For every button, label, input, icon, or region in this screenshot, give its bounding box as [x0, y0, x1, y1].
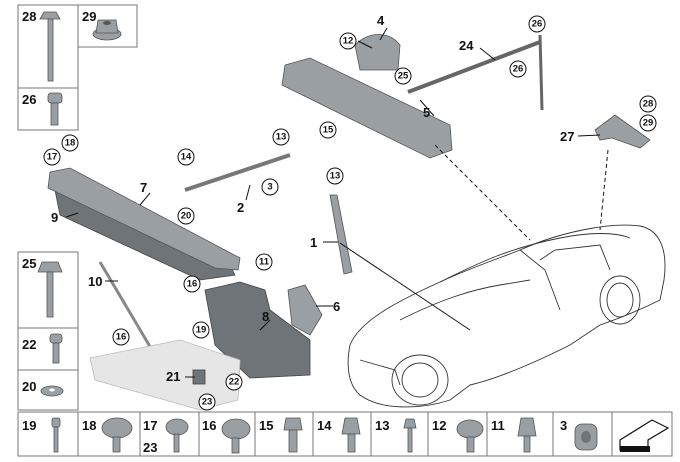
part-24-strut: [407, 34, 544, 111]
callout-27: 27: [560, 129, 574, 144]
legend-label-14: 14: [317, 418, 332, 433]
leader-lines: [65, 27, 609, 378]
legend-label-20: 20: [22, 379, 36, 394]
callout-26-top: 26: [532, 19, 543, 30]
callout-1: 1: [310, 235, 317, 250]
callout-16-lower: 16: [116, 332, 127, 343]
callout-16-upper: 16: [187, 279, 198, 290]
legend-label-22: 22: [22, 337, 36, 352]
callout-21: 21: [166, 369, 180, 384]
callout-29: 29: [643, 118, 654, 129]
callout-23: 23: [202, 397, 213, 408]
bolt-14-icon: [341, 417, 361, 453]
plain-callouts: 4 24 5 27 7 9 2 1 10 8 6 21: [51, 13, 574, 384]
callout-7: 7: [140, 180, 147, 195]
legend-label-17: 17: [143, 418, 157, 433]
legend-label-28: 28: [22, 9, 36, 24]
legend-bottom-row: 19 18 17 23 16 15 14 13 12 11 3: [17, 411, 673, 457]
callout-24: 24: [459, 38, 474, 53]
legend-label-16: 16: [202, 418, 216, 433]
circled-callout-labels: 12 26 25 26 15 13 14 3 18 17 20 28 29 13…: [47, 19, 654, 408]
legend-label-12: 12: [432, 418, 446, 433]
legend-label-3: 3: [560, 418, 567, 433]
part-27-bracket: [594, 114, 651, 149]
legend-label-15: 15: [259, 418, 273, 433]
callout-15: 15: [323, 125, 334, 136]
clip-3-icon: [574, 423, 598, 451]
bolt-25-icon: [37, 261, 63, 318]
callout-25: 25: [398, 71, 409, 82]
callout-26-lower: 26: [513, 64, 524, 75]
callout-14: 14: [181, 152, 192, 163]
legend-label-13: 13: [375, 418, 389, 433]
legend-label-29: 29: [82, 9, 96, 24]
bolt-26-icon: [47, 92, 63, 126]
callout-4: 4: [377, 13, 385, 28]
callout-12: 12: [343, 36, 354, 47]
legend-label-26: 26: [22, 92, 36, 107]
legend-label-18: 18: [82, 418, 96, 433]
callout-10: 10: [88, 274, 102, 289]
part-5-crossmember: [281, 57, 453, 159]
screw-17-icon: [165, 418, 189, 453]
bolt-22-icon: [49, 333, 63, 364]
part-6-bracket: [287, 284, 323, 336]
callout-17: 17: [47, 152, 58, 163]
callout-3: 3: [267, 182, 272, 193]
legend-label-23: 23: [143, 440, 157, 455]
callout-6: 6: [333, 299, 340, 314]
part-10-strut: [98, 261, 154, 351]
screw-19-icon: [51, 417, 61, 453]
circled-callouts: [43, 15, 657, 411]
part-2-strut: [184, 153, 291, 192]
legend-label-19: 19: [22, 418, 36, 433]
nut-29-icon: [92, 19, 122, 41]
callout-9: 9: [51, 210, 58, 225]
bolt-13-icon: [403, 418, 417, 453]
car-outline: [347, 224, 666, 408]
bolt-15-icon: [283, 417, 303, 453]
legend-label-25: 25: [22, 256, 36, 271]
screw-16-icon: [221, 418, 251, 454]
part-4-bracket: [354, 34, 401, 71]
callout-2: 2: [237, 200, 244, 215]
callout-13-top: 13: [276, 132, 287, 143]
washer-20-icon: [40, 385, 64, 397]
callout-19: 19: [196, 325, 207, 336]
clip-nut-11-icon: [517, 417, 537, 453]
callout-8: 8: [262, 309, 269, 324]
screw-18-icon: [101, 417, 133, 453]
part-1-strut: [329, 194, 353, 275]
callout-20: 20: [181, 211, 192, 222]
part-support-light: [89, 339, 241, 411]
callout-5: 5: [423, 105, 430, 120]
part-7-9-panel: [47, 167, 241, 281]
callout-22: 22: [229, 377, 240, 388]
bolt-28-icon: [39, 11, 61, 82]
legend-top-left: 28 29 26: [17, 4, 138, 131]
callout-13-mid: 13: [330, 171, 341, 182]
legend-left: 25 22 20: [17, 251, 79, 411]
screw-12-icon: [456, 419, 484, 453]
callout-18: 18: [65, 138, 76, 149]
arrow-symbol-icon: [619, 419, 670, 452]
legend-label-11: 11: [491, 418, 505, 433]
callout-11: 11: [259, 257, 270, 268]
callout-28: 28: [643, 99, 654, 110]
